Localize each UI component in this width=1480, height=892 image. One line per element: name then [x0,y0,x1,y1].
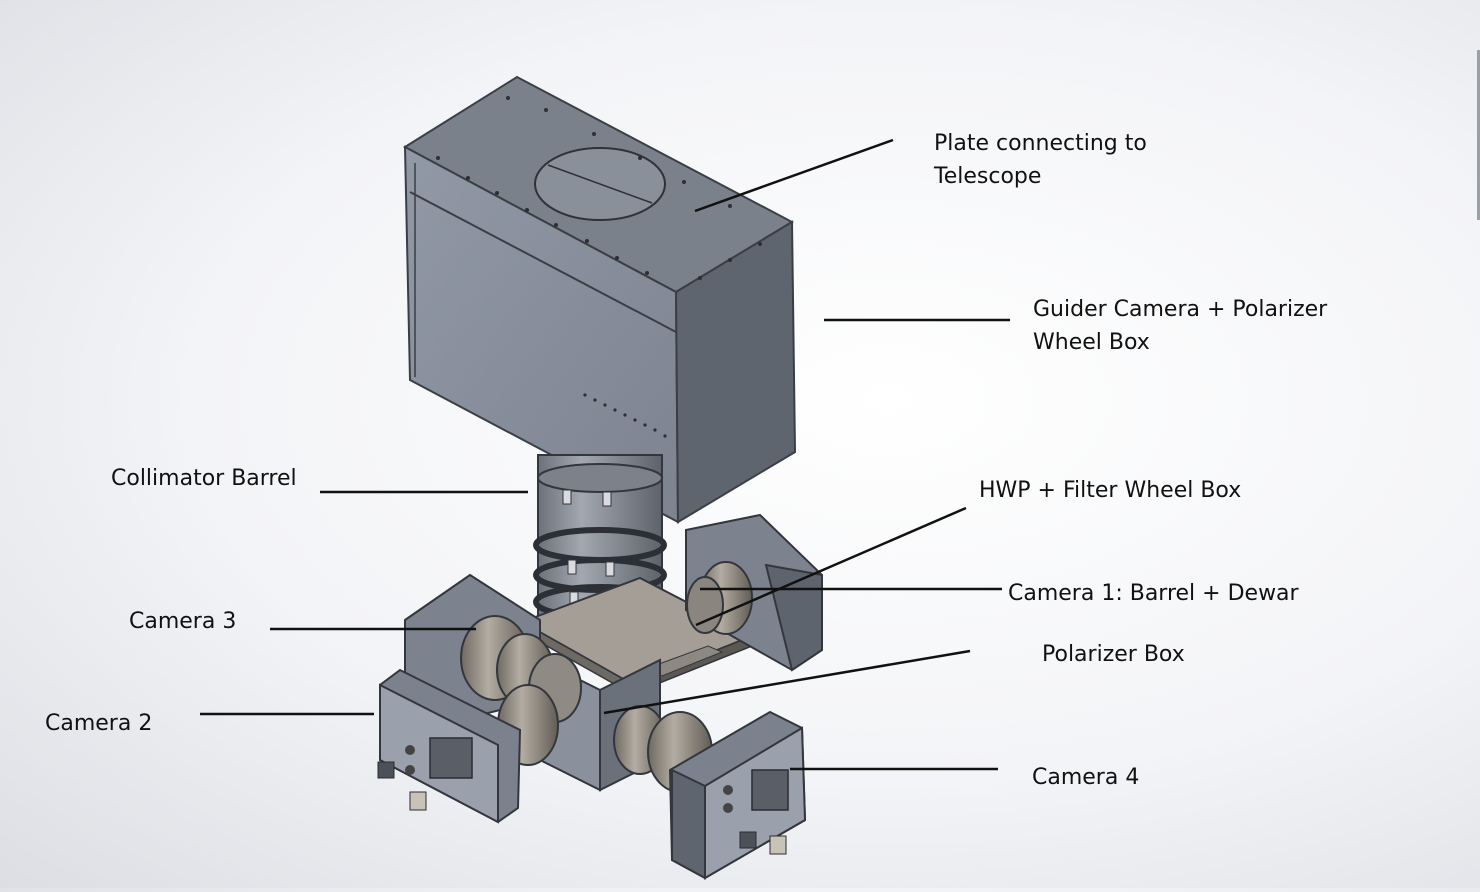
label-guider: Guider Camera + Polarizer Wheel Box [1033,293,1327,359]
label-camera4: Camera 4 [1032,765,1140,790]
label-camera2: Camera 2 [45,711,153,736]
label-plate: Plate connecting to Telescope [934,127,1147,193]
leader-hwp [695,506,967,627]
label-plate-line1: Plate connecting to [934,131,1147,156]
label-plate-line2: Telescope [934,164,1042,189]
camera-2 [377,668,559,824]
label-collimator: Collimator Barrel [111,466,297,491]
leader-polarizer [603,649,971,715]
label-hwp: HWP + Filter Wheel Box [979,478,1242,503]
guider-box-side [674,220,797,524]
leader-plate [694,138,894,213]
label-camera3: Camera 3 [129,609,237,634]
guider-box [403,75,797,524]
label-camera1: Camera 1: Barrel + Dewar [1008,581,1299,606]
leader-lines [200,138,1010,771]
label-guider-line2: Wheel Box [1033,330,1150,355]
window-edge [1477,50,1480,220]
hwp-filter-plate [519,576,755,696]
label-guider-line1: Guider Camera + Polarizer [1033,297,1328,322]
camera-4 [613,705,807,880]
label-polarizer: Polarizer Box [1042,642,1185,667]
camera-1 [685,513,823,672]
